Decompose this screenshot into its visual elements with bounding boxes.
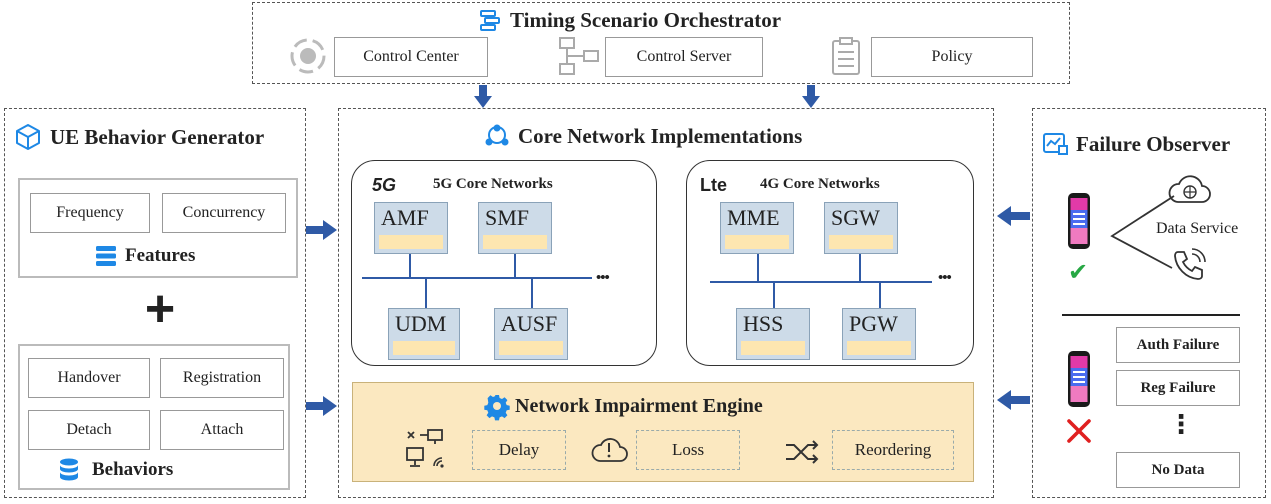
data-service-label: Data Service xyxy=(1156,220,1239,237)
nf-amf: AMF xyxy=(374,202,448,254)
generator-panel xyxy=(4,108,306,498)
core-4g-title: 4G Core Networks xyxy=(760,176,880,192)
behavior-detach: Detach xyxy=(28,410,150,450)
nf-mme: MME xyxy=(720,202,794,254)
phone-call-icon xyxy=(1174,248,1206,280)
cloud-globe-icon xyxy=(1168,175,1211,203)
impairment-loss: Loss xyxy=(636,430,740,470)
behavior-attach: Attach xyxy=(160,410,284,450)
arrow-left-upper xyxy=(997,206,1030,226)
arrow-down-right xyxy=(802,85,820,108)
observer-panel xyxy=(1032,108,1266,498)
server-tree-icon xyxy=(559,37,599,75)
phone-ok-icon xyxy=(1068,193,1090,249)
nf-hss: HSS xyxy=(736,308,810,360)
arrow-right-features xyxy=(306,220,337,240)
generator-title: UE Behavior Generator xyxy=(14,122,264,152)
plus-sign: + xyxy=(144,280,176,338)
chart-monitor-icon xyxy=(1043,133,1068,155)
cross-icon xyxy=(1067,419,1091,443)
flow-icon xyxy=(480,10,500,31)
core-panel xyxy=(338,108,994,498)
service-branch-lines xyxy=(1110,195,1175,269)
core-5g-box xyxy=(351,160,657,366)
arrow-right-behaviors xyxy=(306,396,337,416)
behaviors-label: Behaviors xyxy=(58,456,173,484)
impairment-delay: Delay xyxy=(472,430,566,470)
more-5g: ••• xyxy=(596,270,610,286)
gear-icon xyxy=(484,395,510,421)
policy-clipboard-icon xyxy=(832,37,860,75)
cloud-alert-icon xyxy=(591,438,628,462)
cube-icon xyxy=(16,124,40,150)
core-4g-box xyxy=(686,160,974,366)
control-server-box: Control Server xyxy=(605,37,763,77)
nf-pgw: PGW xyxy=(842,308,916,360)
nf-ausf: AUSF xyxy=(494,308,568,360)
failure-no-data: No Data xyxy=(1116,452,1240,488)
nf-udm: UDM xyxy=(388,308,460,360)
impairment-engine xyxy=(352,382,974,482)
feature-concurrency: Concurrency xyxy=(162,193,286,233)
core-title: Core Network Implementations xyxy=(484,122,802,150)
observer-divider xyxy=(1062,314,1240,316)
observer-title: Failure Observer xyxy=(1042,130,1230,158)
policy-box: Policy xyxy=(871,37,1033,77)
network-disconnect-icon xyxy=(406,429,444,468)
behavior-handover: Handover xyxy=(28,358,150,398)
features-box xyxy=(18,178,298,278)
features-label: Features xyxy=(95,242,195,270)
bus-5g xyxy=(362,254,592,308)
failure-reg: Reg Failure xyxy=(1116,370,1240,406)
vertical-ellipsis: ⋮ xyxy=(1168,410,1194,440)
behavior-registration: Registration xyxy=(160,358,284,398)
control-center-box: Control Center xyxy=(334,37,488,77)
impairment-reordering: Reordering xyxy=(832,430,954,470)
orchestrator-title: Timing Scenario Orchestrator xyxy=(478,6,781,34)
impairment-title: Network Impairment Engine xyxy=(484,392,763,421)
nf-smf: SMF xyxy=(478,202,552,254)
arrow-left-lower xyxy=(997,390,1030,410)
list-stack-icon xyxy=(96,246,116,266)
phone-fail-icon xyxy=(1068,351,1090,407)
feature-frequency: Frequency xyxy=(30,193,150,233)
arrow-down-left xyxy=(474,85,492,108)
behaviors-box xyxy=(18,344,290,490)
database-icon xyxy=(60,458,78,481)
badge-lte: Lte xyxy=(700,175,727,195)
network-nodes-icon xyxy=(485,124,509,146)
orchestrator-panel xyxy=(252,2,1070,84)
check-icon: ✔ xyxy=(1068,258,1089,286)
failure-auth: Auth Failure xyxy=(1116,327,1240,363)
more-4g: ••• xyxy=(938,270,952,286)
nf-sgw: SGW xyxy=(824,202,898,254)
bus-4g xyxy=(710,254,932,308)
shuffle-icon xyxy=(786,440,819,464)
core-5g-title: 5G Core Networks xyxy=(433,176,553,192)
badge-5g: 5G xyxy=(372,175,397,195)
control-center-icon xyxy=(290,38,326,74)
